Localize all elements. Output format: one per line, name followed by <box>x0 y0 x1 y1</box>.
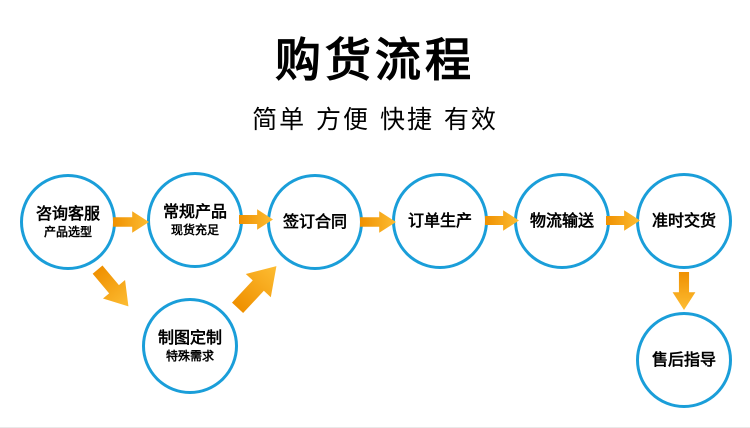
arrow-right-icon <box>113 211 149 233</box>
flow-node-delivery: 准时交货 <box>636 173 732 269</box>
node-label: 物流输送 <box>529 211 594 230</box>
node-label: 常规产品 <box>162 201 227 221</box>
node-sublabel: 产品选型 <box>43 224 92 239</box>
node-sublabel: 现货充足 <box>170 222 219 237</box>
arrow-right-icon <box>485 210 519 231</box>
arrow-right-icon <box>239 209 273 230</box>
flow-node-regular: 常规产品 现货充足 <box>147 172 243 268</box>
flow-node-aftersales: 售后指导 <box>636 312 732 408</box>
node-label: 售后指导 <box>651 350 716 369</box>
flow-node-custom: 制图定制 特殊需求 <box>142 298 238 394</box>
node-label: 订单生产 <box>407 211 472 230</box>
page-title: 购货流程 <box>275 33 475 87</box>
arrow-down-icon <box>672 272 696 310</box>
flow-node-consult: 咨询客服 产品选型 <box>20 174 116 270</box>
arrow-right-icon <box>360 211 396 233</box>
flow-node-logistics: 物流输送 <box>514 173 610 269</box>
node-label: 准时交货 <box>651 211 716 230</box>
arrow-diagonal-down-icon <box>92 265 129 307</box>
page-subtitle: 简单 方便 快捷 有效 <box>252 105 498 134</box>
flow-node-contract: 签订合同 <box>267 174 363 270</box>
arrow-diagonal-up-icon <box>232 266 277 314</box>
node-label: 咨询客服 <box>35 203 100 223</box>
node-label: 制图定制 <box>157 327 222 347</box>
arrow-right-icon <box>606 210 640 231</box>
node-label: 签订合同 <box>282 212 347 231</box>
flow-node-production: 订单生产 <box>392 173 488 269</box>
node-sublabel: 特殊需求 <box>165 348 214 363</box>
